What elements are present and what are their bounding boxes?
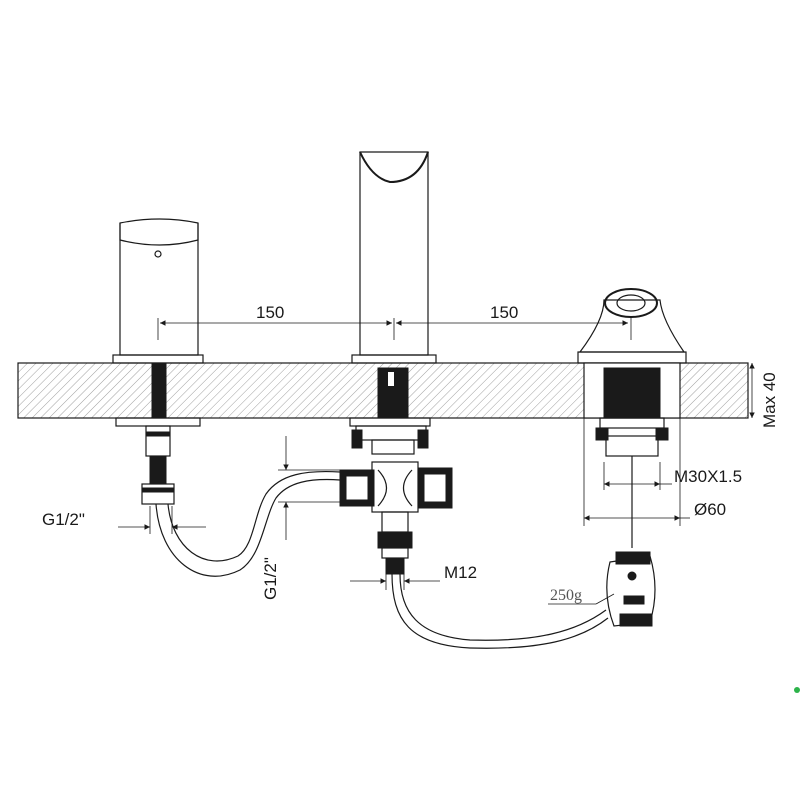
weight-leader [548, 593, 615, 605]
dimension-g12-left [118, 506, 206, 534]
sensor-shank [583, 362, 681, 548]
dim-right-label: 150 [490, 303, 518, 322]
m12-label: M12 [444, 563, 477, 582]
sensor-head [577, 288, 687, 364]
hoses [155, 470, 609, 649]
max-40-label: Max 40 [760, 372, 779, 428]
dimension-150 [160, 316, 632, 340]
dim-left-label: 150 [256, 303, 284, 322]
left-handle [112, 218, 204, 364]
accent-dot [794, 687, 800, 693]
left-shank [115, 362, 201, 505]
valve-tee [339, 461, 453, 575]
m30-label: M30X1.5 [674, 467, 742, 486]
weight-block [606, 551, 656, 627]
center-shank [349, 367, 431, 455]
dimension-m30 [603, 462, 672, 490]
g12-left-label: G1/2" [42, 510, 85, 529]
dimension-diameter [583, 418, 690, 526]
dimension-m12 [350, 566, 440, 590]
diameter-label: Ø60 [694, 500, 726, 519]
weight-label: 250g [550, 587, 582, 604]
dimension-g12-vertical [278, 436, 348, 540]
center-spout [351, 151, 437, 364]
g12-vertical-label: G1/2" [261, 557, 280, 600]
